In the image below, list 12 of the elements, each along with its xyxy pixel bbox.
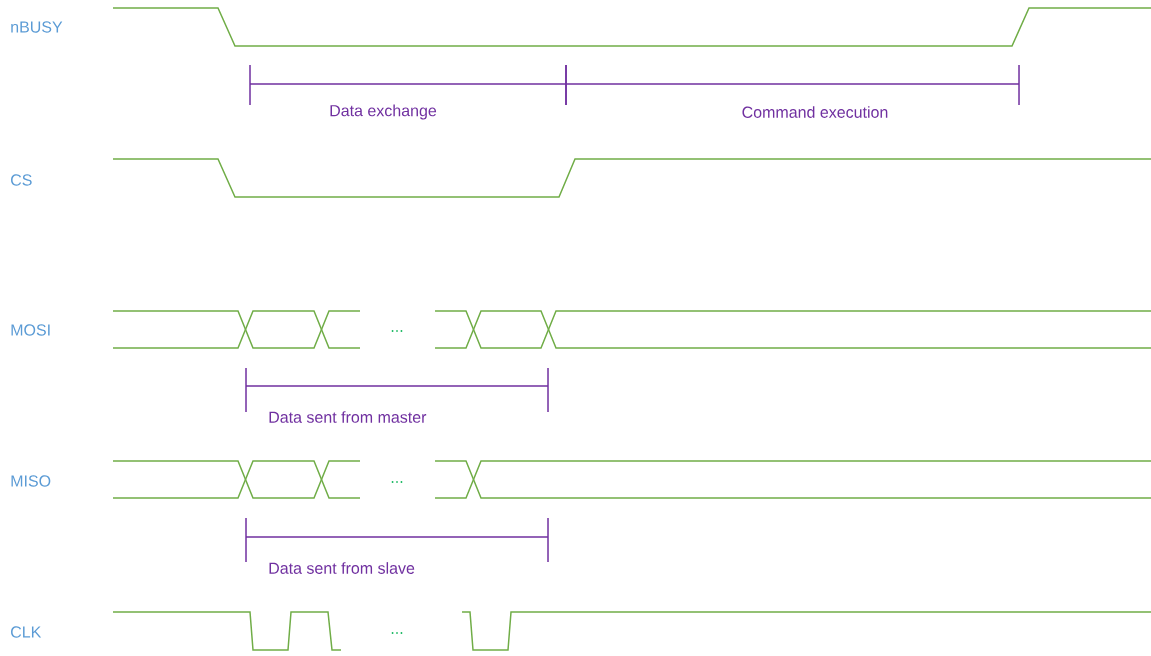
interval-label: Data sent from master (269, 411, 427, 423)
ellipsis: ... (391, 481, 403, 483)
interval-label: Command execution (742, 106, 888, 118)
ellipsis: ... (391, 632, 403, 634)
signal-name: CS (11, 174, 32, 186)
signal-name: CLK (11, 626, 42, 638)
signal-name: nBUSY (11, 21, 63, 33)
signal-name: MOSI (11, 324, 50, 336)
ellipsis: ... (391, 330, 403, 332)
interval-label: Data exchange (330, 104, 437, 120)
signal-name: MISO (11, 475, 51, 487)
interval-label: Data sent from slave (269, 562, 415, 574)
